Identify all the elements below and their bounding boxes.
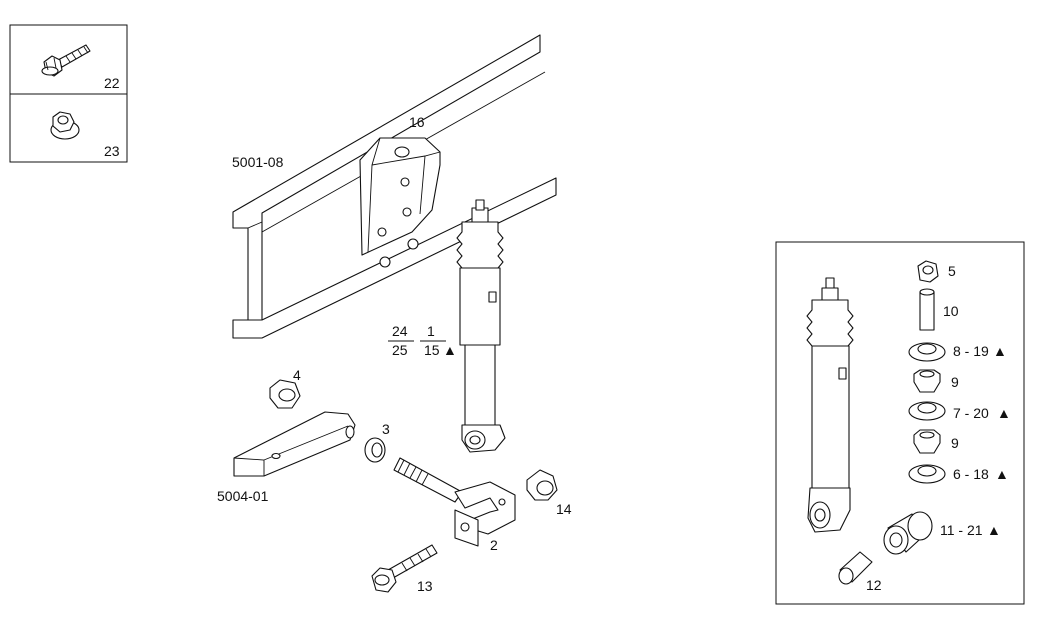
detail-label-10: 10 bbox=[943, 303, 959, 319]
detail-label-11-21: 11 - 21 bbox=[940, 522, 983, 538]
detail-marker-8-19: ▲ bbox=[993, 343, 1007, 359]
detail-bush-11-21 bbox=[883, 511, 933, 555]
alt-top-right: 1 bbox=[427, 323, 435, 339]
detail-label-12: 12 bbox=[866, 577, 882, 593]
label-frame-ref: 5001-08 bbox=[232, 154, 284, 170]
flange-bolt-icon bbox=[41, 44, 91, 77]
detail-box: 5 10 8 - 19 ▲ 9 7 - 20 ▲ bbox=[775, 241, 1025, 605]
bolt-13 bbox=[371, 544, 438, 593]
nut-4 bbox=[269, 379, 301, 409]
detail-label-8-19: 8 - 19 bbox=[953, 343, 989, 359]
label-plate-ref: 5004-01 bbox=[217, 488, 269, 504]
detail-label-9a: 9 bbox=[951, 374, 959, 390]
detail-label-9b: 9 bbox=[951, 435, 959, 451]
nut-14 bbox=[526, 469, 558, 501]
detail-bushing-9b bbox=[913, 429, 941, 454]
label-bolt-13: 13 bbox=[417, 578, 433, 594]
alt-bottom-left: 25 bbox=[392, 342, 408, 358]
shock-absorber bbox=[456, 199, 506, 453]
alt-bottom-right: 15 bbox=[424, 342, 440, 358]
detail-label-7-20: 7 - 20 bbox=[953, 405, 989, 421]
detail-label-6-18: 6 - 18 bbox=[953, 466, 989, 482]
detail-label-5: 5 bbox=[948, 263, 956, 279]
label-pin-2: 2 bbox=[490, 537, 498, 553]
washer-3 bbox=[364, 437, 386, 463]
detail-shock-absorber bbox=[806, 277, 854, 533]
inset-label-23: 23 bbox=[104, 143, 120, 159]
detail-bushing-9a bbox=[913, 369, 941, 393]
flange-nut-icon bbox=[50, 111, 80, 140]
shock-alternatives: 24 25 1 15 ▲ bbox=[388, 323, 457, 358]
upper-bracket bbox=[359, 137, 441, 256]
detail-marker-7-20: ▲ bbox=[997, 405, 1011, 421]
detail-nut-5 bbox=[917, 260, 939, 283]
label-nut-4: 4 bbox=[293, 367, 301, 383]
stud-pin-2 bbox=[393, 457, 516, 547]
label-washer-3: 3 bbox=[382, 421, 390, 437]
label-bracket-16: 16 bbox=[409, 114, 425, 130]
inset-label-22: 22 bbox=[104, 75, 120, 91]
alt-top-left: 24 bbox=[392, 323, 408, 339]
label-nut-14: 14 bbox=[556, 501, 572, 517]
detail-sleeve-12 bbox=[838, 551, 873, 585]
detail-washer-8-19 bbox=[908, 342, 946, 362]
detail-washer-6-18 bbox=[908, 464, 946, 484]
inset-box: 22 23 bbox=[9, 24, 128, 163]
detail-marker-11-21: ▲ bbox=[987, 522, 1001, 538]
detail-washer-7-20 bbox=[908, 401, 946, 421]
detail-marker-6-18: ▲ bbox=[995, 466, 1009, 482]
alt-marker: ▲ bbox=[443, 342, 457, 358]
spring-plate bbox=[233, 411, 356, 477]
detail-sleeve-10 bbox=[919, 288, 935, 331]
